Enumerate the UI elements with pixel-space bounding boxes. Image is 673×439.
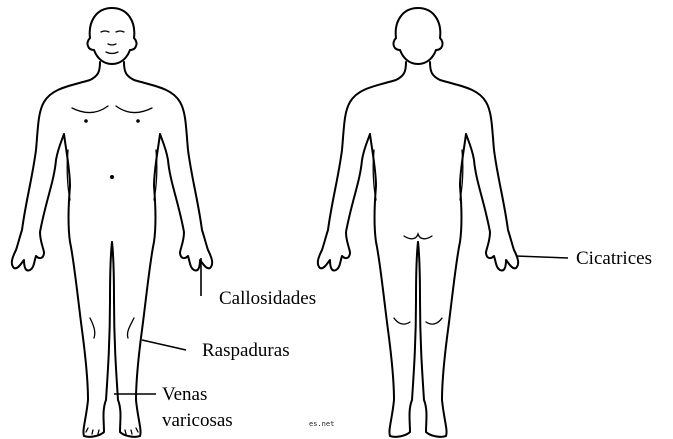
watermark-text: es.net	[309, 420, 334, 428]
raspaduras-leader	[142, 340, 186, 350]
label-cicatrices: Cicatrices	[576, 248, 652, 270]
label-venas-line2: varicosas	[162, 410, 233, 432]
label-callosidades: Callosidades	[219, 288, 316, 310]
cicatrices-leader	[516, 256, 568, 258]
front-figure	[12, 8, 212, 437]
label-raspaduras: Raspaduras	[202, 340, 290, 362]
label-venas-line1: Venas	[162, 384, 207, 406]
back-figure	[318, 8, 518, 437]
